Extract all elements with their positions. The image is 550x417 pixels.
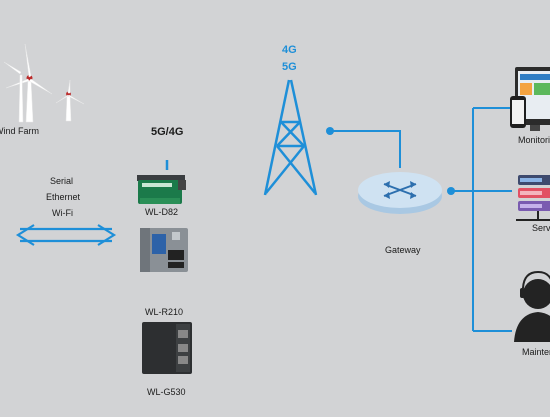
tower-gateway-link [330,131,400,168]
device-wl-g530-icon [142,322,192,374]
device-label-wl-r210: WL-R210 [145,307,183,317]
gateway-bus-link [451,108,512,331]
network-type-label: 5G/4G [151,126,183,138]
wind-farm-label: Wind Farm [0,126,39,136]
right-label-monitoring: Monitoring [518,135,550,145]
device-wl-d82-icon [137,175,186,204]
tower-5g-label: 5G [282,61,297,73]
maintenance-person-icon [514,272,550,342]
right-label-server: Server [532,223,550,233]
monitor-icon [510,67,550,131]
gateway-node-dot [447,187,455,195]
protocol-label-ethernet: Ethernet [46,192,80,202]
wind-turbine-icon [4,44,84,122]
device-wl-r210-icon [140,228,188,272]
link-node-dot [326,127,334,135]
device-label-wl-g530: WL-G530 [147,387,186,397]
device-label-wl-d82: WL-D82 [145,207,178,217]
gateway-label: Gateway [385,245,421,255]
server-stack-icon [516,175,550,220]
protocol-label-serial: Serial [50,176,73,186]
protocol-label-wifi: Wi-Fi [52,208,73,218]
signal-tower-icon [265,80,316,195]
gateway-router-icon [358,172,442,214]
bidirectional-arrow-icon [18,225,114,245]
right-label-maintenance: Maintenance [522,347,550,357]
tower-4g-label: 4G [282,44,297,56]
